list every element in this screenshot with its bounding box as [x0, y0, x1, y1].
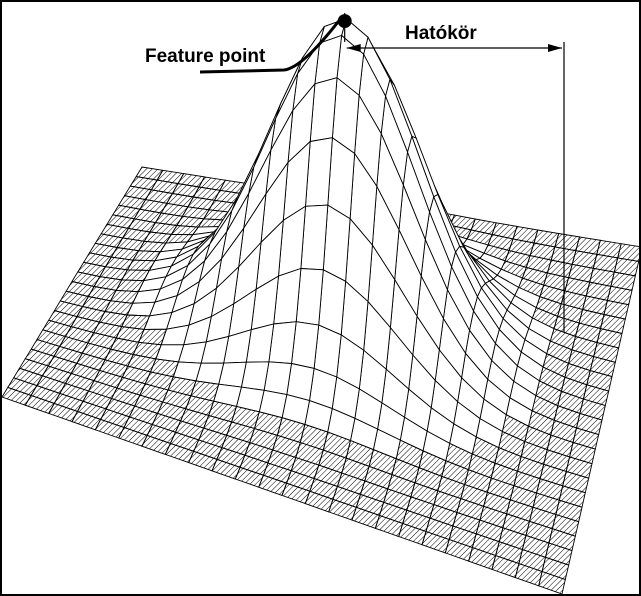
radius-label: Hatókör — [405, 23, 477, 44]
radius-arrow-left — [346, 44, 361, 52]
mesh-grid — [2, 17, 639, 594]
feature-point-leader — [199, 20, 340, 74]
mesh-cell — [2, 386, 32, 406]
radius-arrow-right — [548, 44, 562, 52]
feature-point-label: Feature point — [145, 46, 266, 67]
annotations: Feature point Hatókör — [145, 13, 565, 332]
